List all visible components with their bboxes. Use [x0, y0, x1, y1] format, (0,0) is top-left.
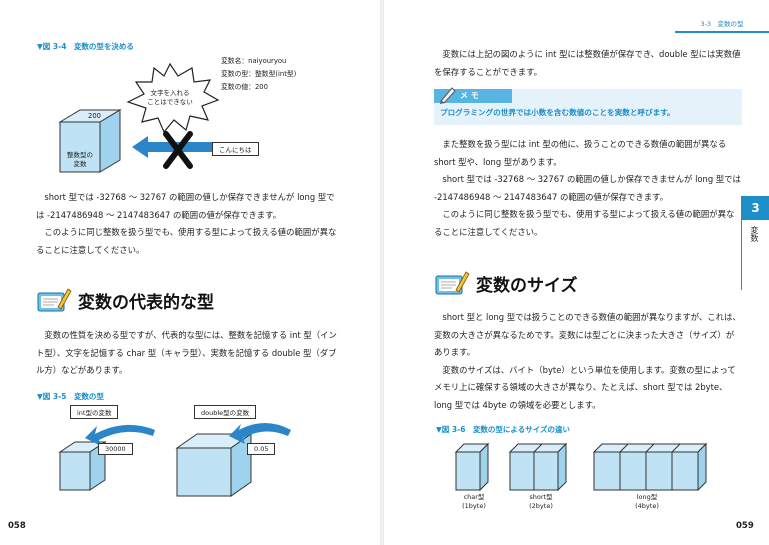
- figure-3-4-caption: ▼図 3-4 変数の型を決める: [37, 41, 134, 52]
- section-heading-text: 変数の代表的な型: [78, 292, 214, 313]
- figure-3-6-title: 変数の型によるサイズの違い: [472, 425, 570, 434]
- figure-3-5-diagram: [58, 423, 291, 497]
- left-paragraph-1: short 型では -32768 ～ 32767 の範囲の値しか保存できませんが…: [36, 189, 340, 259]
- figure-3-5-caption: ▼図 3-5 変数の型: [37, 391, 104, 402]
- figure-3-4-title: 変数の型を決める: [73, 42, 134, 51]
- int-variable-cube: [58, 441, 107, 491]
- char-1byte-block: [454, 442, 490, 492]
- memo-pencil-icon: [440, 87, 456, 104]
- right-paragraph-2-line-1: また整数を扱う型には int 型の他に、扱うことのできる数値の範囲が異なる sh…: [434, 139, 727, 167]
- double-arrow-icon: [229, 423, 291, 444]
- book-gutter: [380, 0, 384, 545]
- double-value-box: 0.05: [247, 443, 276, 455]
- right-page-number: 059: [736, 521, 754, 531]
- right-paragraph-3-line-2: 変数のサイズは、バイト（byte）という単位を使用します。変数の型によってメモリ…: [434, 364, 736, 410]
- char-size-label: char型 (1byte): [462, 493, 486, 510]
- cube-value-label: 200: [88, 112, 101, 120]
- integer-variable-cube: [58, 109, 122, 173]
- right-paragraph-2: また整数を扱う型には int 型の他に、扱うことのできる数値の範囲が異なる sh…: [434, 136, 742, 241]
- section-heading-representative-types: 変数の代表的な型: [36, 285, 214, 315]
- int-variable-label: int型の変数: [70, 405, 119, 419]
- string-value-box: こんにちは: [212, 142, 259, 156]
- cross-mark-icon: [163, 131, 193, 169]
- burst-text: 文字を入れる ことはできない: [147, 89, 193, 106]
- memo-box: メ モ プログラミングの世界では小数を含む数値のことを実数と呼びます。: [434, 87, 742, 125]
- short-size-label: short型 (2byte): [529, 493, 553, 510]
- double-variable-label: double型の変数: [194, 405, 257, 419]
- figure-3-6-diagram: [454, 442, 708, 492]
- memo-text: プログラミングの世界では小数を含む数値のことを実数と呼びます。: [440, 108, 675, 117]
- section-heading-variable-size: 変数のサイズ: [434, 268, 578, 298]
- notebook-pen-icon: [37, 288, 72, 312]
- variable-value-info: 変数の値：200: [221, 83, 268, 91]
- chapter-number: 3: [742, 196, 769, 220]
- right-paragraph-3: short 型と long 型では扱うことのできる数値の範囲が異なりますが、これ…: [434, 309, 742, 414]
- section-heading-text: 変数のサイズ: [476, 275, 578, 296]
- figure-3-5-title: 変数の型: [73, 392, 104, 401]
- figure-3-6-number: ▼図 3-6: [436, 425, 466, 434]
- chapter-label: 変数: [750, 226, 759, 242]
- double-variable-cube: [175, 433, 253, 497]
- speech-burst-shape: [126, 62, 220, 134]
- right-paragraph-1-line-1: 変数には上記の図のように int 型には整数値が保存でき、double 型には実…: [434, 49, 741, 77]
- right-page: 3-3 変数の型 変数には上記の図のように int 型には整数値が保存でき、do…: [384, 0, 769, 545]
- int-arrow-icon: [85, 424, 155, 446]
- figure-3-4-diagram: [58, 62, 220, 173]
- memo-label: メ モ: [460, 91, 479, 100]
- left-paragraph-2-line-1: 変数の性質を決める型ですが、代表的な型には、整数を記憶する int 型（イント型…: [36, 330, 337, 375]
- running-head: 3-3 変数の型: [675, 17, 769, 33]
- right-paragraph-1: 変数には上記の図のように int 型には整数値が保存でき、double 型には実…: [434, 46, 742, 81]
- left-page: ▼図 3-4 変数の型を決める 変数名：naiyouryou 変数の型：整数型(…: [0, 0, 380, 545]
- right-paragraph-2-line-3: このように同じ整数を扱う型でも、使用する型によって扱える値の範囲が異なることに注…: [434, 209, 735, 237]
- figure-3-5-number: ▼図 3-5: [37, 392, 67, 401]
- left-paragraph-1-line-2: このように同じ整数を扱う型でも、使用する型によって扱える値の範囲が異なることに注…: [36, 227, 337, 255]
- right-paragraph-2-line-2: short 型では -32768 ～ 32767 の範囲の値しか保存できませんが…: [434, 174, 741, 202]
- int-value-box: 30000: [98, 443, 133, 455]
- left-paragraph-2: 変数の性質を決める型ですが、代表的な型には、整数を記憶する int 型（イント型…: [36, 327, 340, 380]
- figure-3-4-number: ▼図 3-4: [37, 42, 67, 51]
- left-page-number: 058: [8, 521, 26, 531]
- notebook-pen-icon: [435, 271, 470, 295]
- long-4byte-block: [592, 442, 708, 492]
- short-2byte-block: [508, 442, 568, 492]
- right-paragraph-3-line-1: short 型と long 型では扱うことのできる数値の範囲が異なりますが、これ…: [434, 312, 741, 357]
- chapter-tab: 3 変数: [741, 196, 769, 290]
- variable-name-info: 変数名：naiyouryou: [221, 57, 287, 65]
- long-size-label: long型 (4byte): [635, 493, 659, 510]
- figure-3-6-caption: ▼図 3-6 変数の型によるサイズの違い: [436, 424, 570, 435]
- left-paragraph-1-line-1: short 型では -32768 ～ 32767 の範囲の値しか保存できませんが…: [36, 192, 335, 220]
- variable-type-info: 変数の型：整数型(int型): [221, 70, 297, 78]
- cube-type-label: 整数型の 変数: [67, 151, 93, 168]
